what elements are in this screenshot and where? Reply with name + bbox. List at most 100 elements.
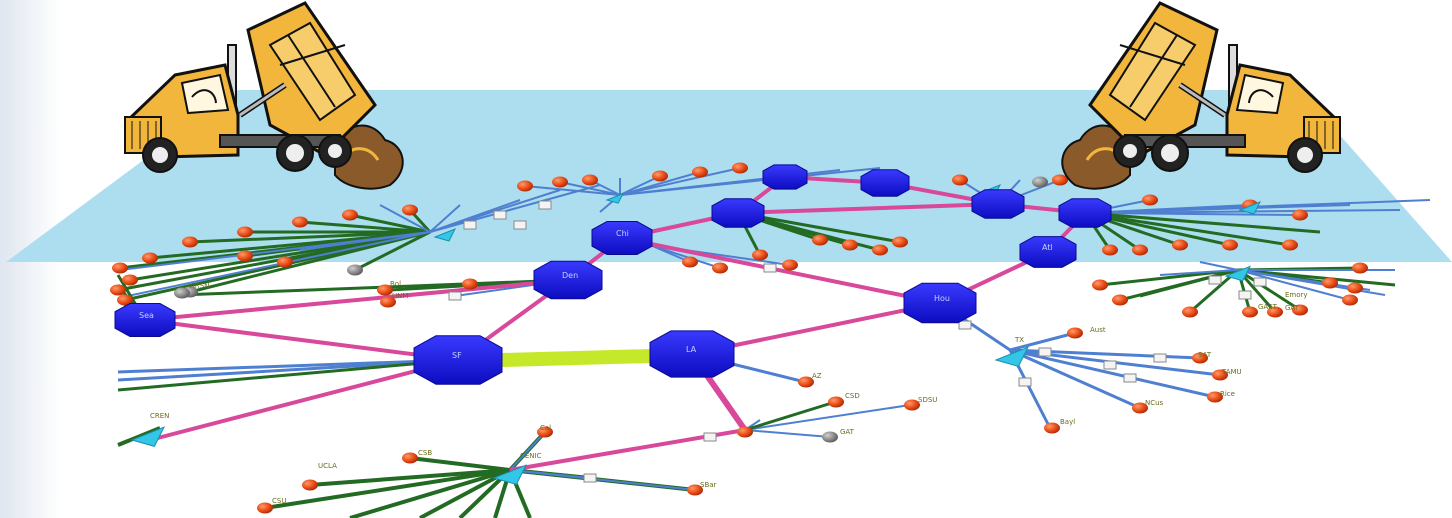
hub-kc xyxy=(711,198,765,228)
access-link xyxy=(1237,268,1396,287)
hub-label: Atl xyxy=(1042,243,1053,252)
leaf-node xyxy=(904,399,920,411)
access-link xyxy=(409,456,511,472)
leaf-node xyxy=(292,216,308,228)
router-node xyxy=(1153,353,1167,363)
backbone-link xyxy=(143,278,570,322)
leaf-node xyxy=(117,294,133,306)
leaf-node xyxy=(1352,262,1368,274)
dump-truck-icon xyxy=(124,1,404,190)
backbone-link xyxy=(736,202,1000,215)
hub-sea xyxy=(114,303,176,337)
access-link xyxy=(1237,269,1351,301)
dump-truck-icon xyxy=(1061,1,1341,190)
leaf-label: CENIC xyxy=(520,452,542,460)
leaf-node xyxy=(1292,209,1308,221)
access-link xyxy=(189,230,431,294)
aggregator-node xyxy=(1224,265,1252,282)
leaf-node xyxy=(552,176,568,188)
hub-ny xyxy=(971,189,1025,219)
hub-label: Hou xyxy=(934,294,950,303)
router-node xyxy=(1018,377,1032,387)
aggregator-node xyxy=(605,192,625,204)
leaf-node xyxy=(582,174,598,186)
highlight-link-sf-la xyxy=(495,349,659,367)
leaf-label: UNM xyxy=(392,292,408,300)
access-link xyxy=(264,468,511,510)
aggregator-node xyxy=(994,346,1030,367)
leaf-label: Bol xyxy=(390,280,401,288)
access-link xyxy=(1084,211,1291,247)
leaf-node xyxy=(892,236,908,248)
leaf-node xyxy=(462,278,478,290)
access-link xyxy=(117,426,161,447)
access-link xyxy=(349,213,431,234)
access-link xyxy=(379,204,431,233)
access-link xyxy=(299,220,431,234)
leaf-label: GAT xyxy=(1285,304,1300,312)
leaf-node xyxy=(537,426,553,438)
leaf-node xyxy=(1282,239,1298,251)
hub-nash xyxy=(860,169,910,197)
leaf-node-inactive xyxy=(174,287,190,299)
access-link xyxy=(619,167,741,196)
leaf-node xyxy=(380,296,396,308)
backbone-link xyxy=(620,236,942,305)
router-node xyxy=(958,320,972,330)
access-link xyxy=(737,211,901,244)
leaf-label: Cal xyxy=(540,424,551,432)
router-node xyxy=(493,210,507,220)
hub-den xyxy=(533,260,603,300)
leaf-label: GAT xyxy=(840,428,855,436)
leaf-node-inactive xyxy=(347,264,363,276)
leaf-label: TAMU xyxy=(1221,368,1242,376)
hub-sf xyxy=(413,335,503,385)
access-link xyxy=(1199,261,1239,271)
leaf-label: SAT xyxy=(1198,351,1212,359)
router-node xyxy=(1123,373,1137,383)
router-node xyxy=(463,220,477,230)
leaf-node xyxy=(1347,282,1363,294)
access-link xyxy=(429,204,461,233)
access-link xyxy=(744,429,831,438)
access-link xyxy=(309,468,511,487)
leaf-node xyxy=(1182,306,1198,318)
leaf-node xyxy=(142,252,158,264)
leaf-node xyxy=(377,284,393,296)
leaf-node xyxy=(1207,391,1223,403)
leaf-label: CSB xyxy=(418,449,432,457)
backbone-link xyxy=(149,358,459,442)
leaf-label: ARSN xyxy=(190,282,209,290)
access-link xyxy=(1084,209,1401,214)
router-node xyxy=(583,473,597,483)
leaf-node xyxy=(1132,402,1148,414)
leaf-node xyxy=(277,256,293,268)
leaf-node xyxy=(712,262,728,274)
leaf-node xyxy=(732,162,748,174)
hub-label: Chi xyxy=(616,229,629,238)
hub-label: Den xyxy=(562,271,578,280)
leaf-node xyxy=(1044,422,1060,434)
router-node xyxy=(448,291,462,301)
router-node xyxy=(1238,290,1252,300)
leaf-label: TX xyxy=(1014,336,1024,344)
hub-la xyxy=(649,330,735,378)
leaf-label: Bayl xyxy=(1060,418,1075,426)
access-link xyxy=(524,185,621,196)
leaf-label: NCus xyxy=(1145,399,1164,407)
leaf-label: SBar xyxy=(700,481,717,489)
access-link xyxy=(429,184,601,233)
access-link xyxy=(117,231,431,299)
router-node xyxy=(538,200,552,210)
access-link xyxy=(189,230,431,244)
access-link xyxy=(117,358,459,382)
leaf-node xyxy=(1112,294,1128,306)
backbone-link xyxy=(143,318,460,362)
node-labels: SeaDenSFLAHouChiAtlTXAustSATTAMURiceNCus… xyxy=(139,229,1308,505)
hub-clev xyxy=(762,164,808,190)
leaf-node xyxy=(687,484,703,496)
leaf-node xyxy=(1222,239,1238,251)
leaf-label: AZ xyxy=(812,372,822,380)
aggregator-node xyxy=(433,228,457,242)
access-link xyxy=(1099,268,1239,287)
